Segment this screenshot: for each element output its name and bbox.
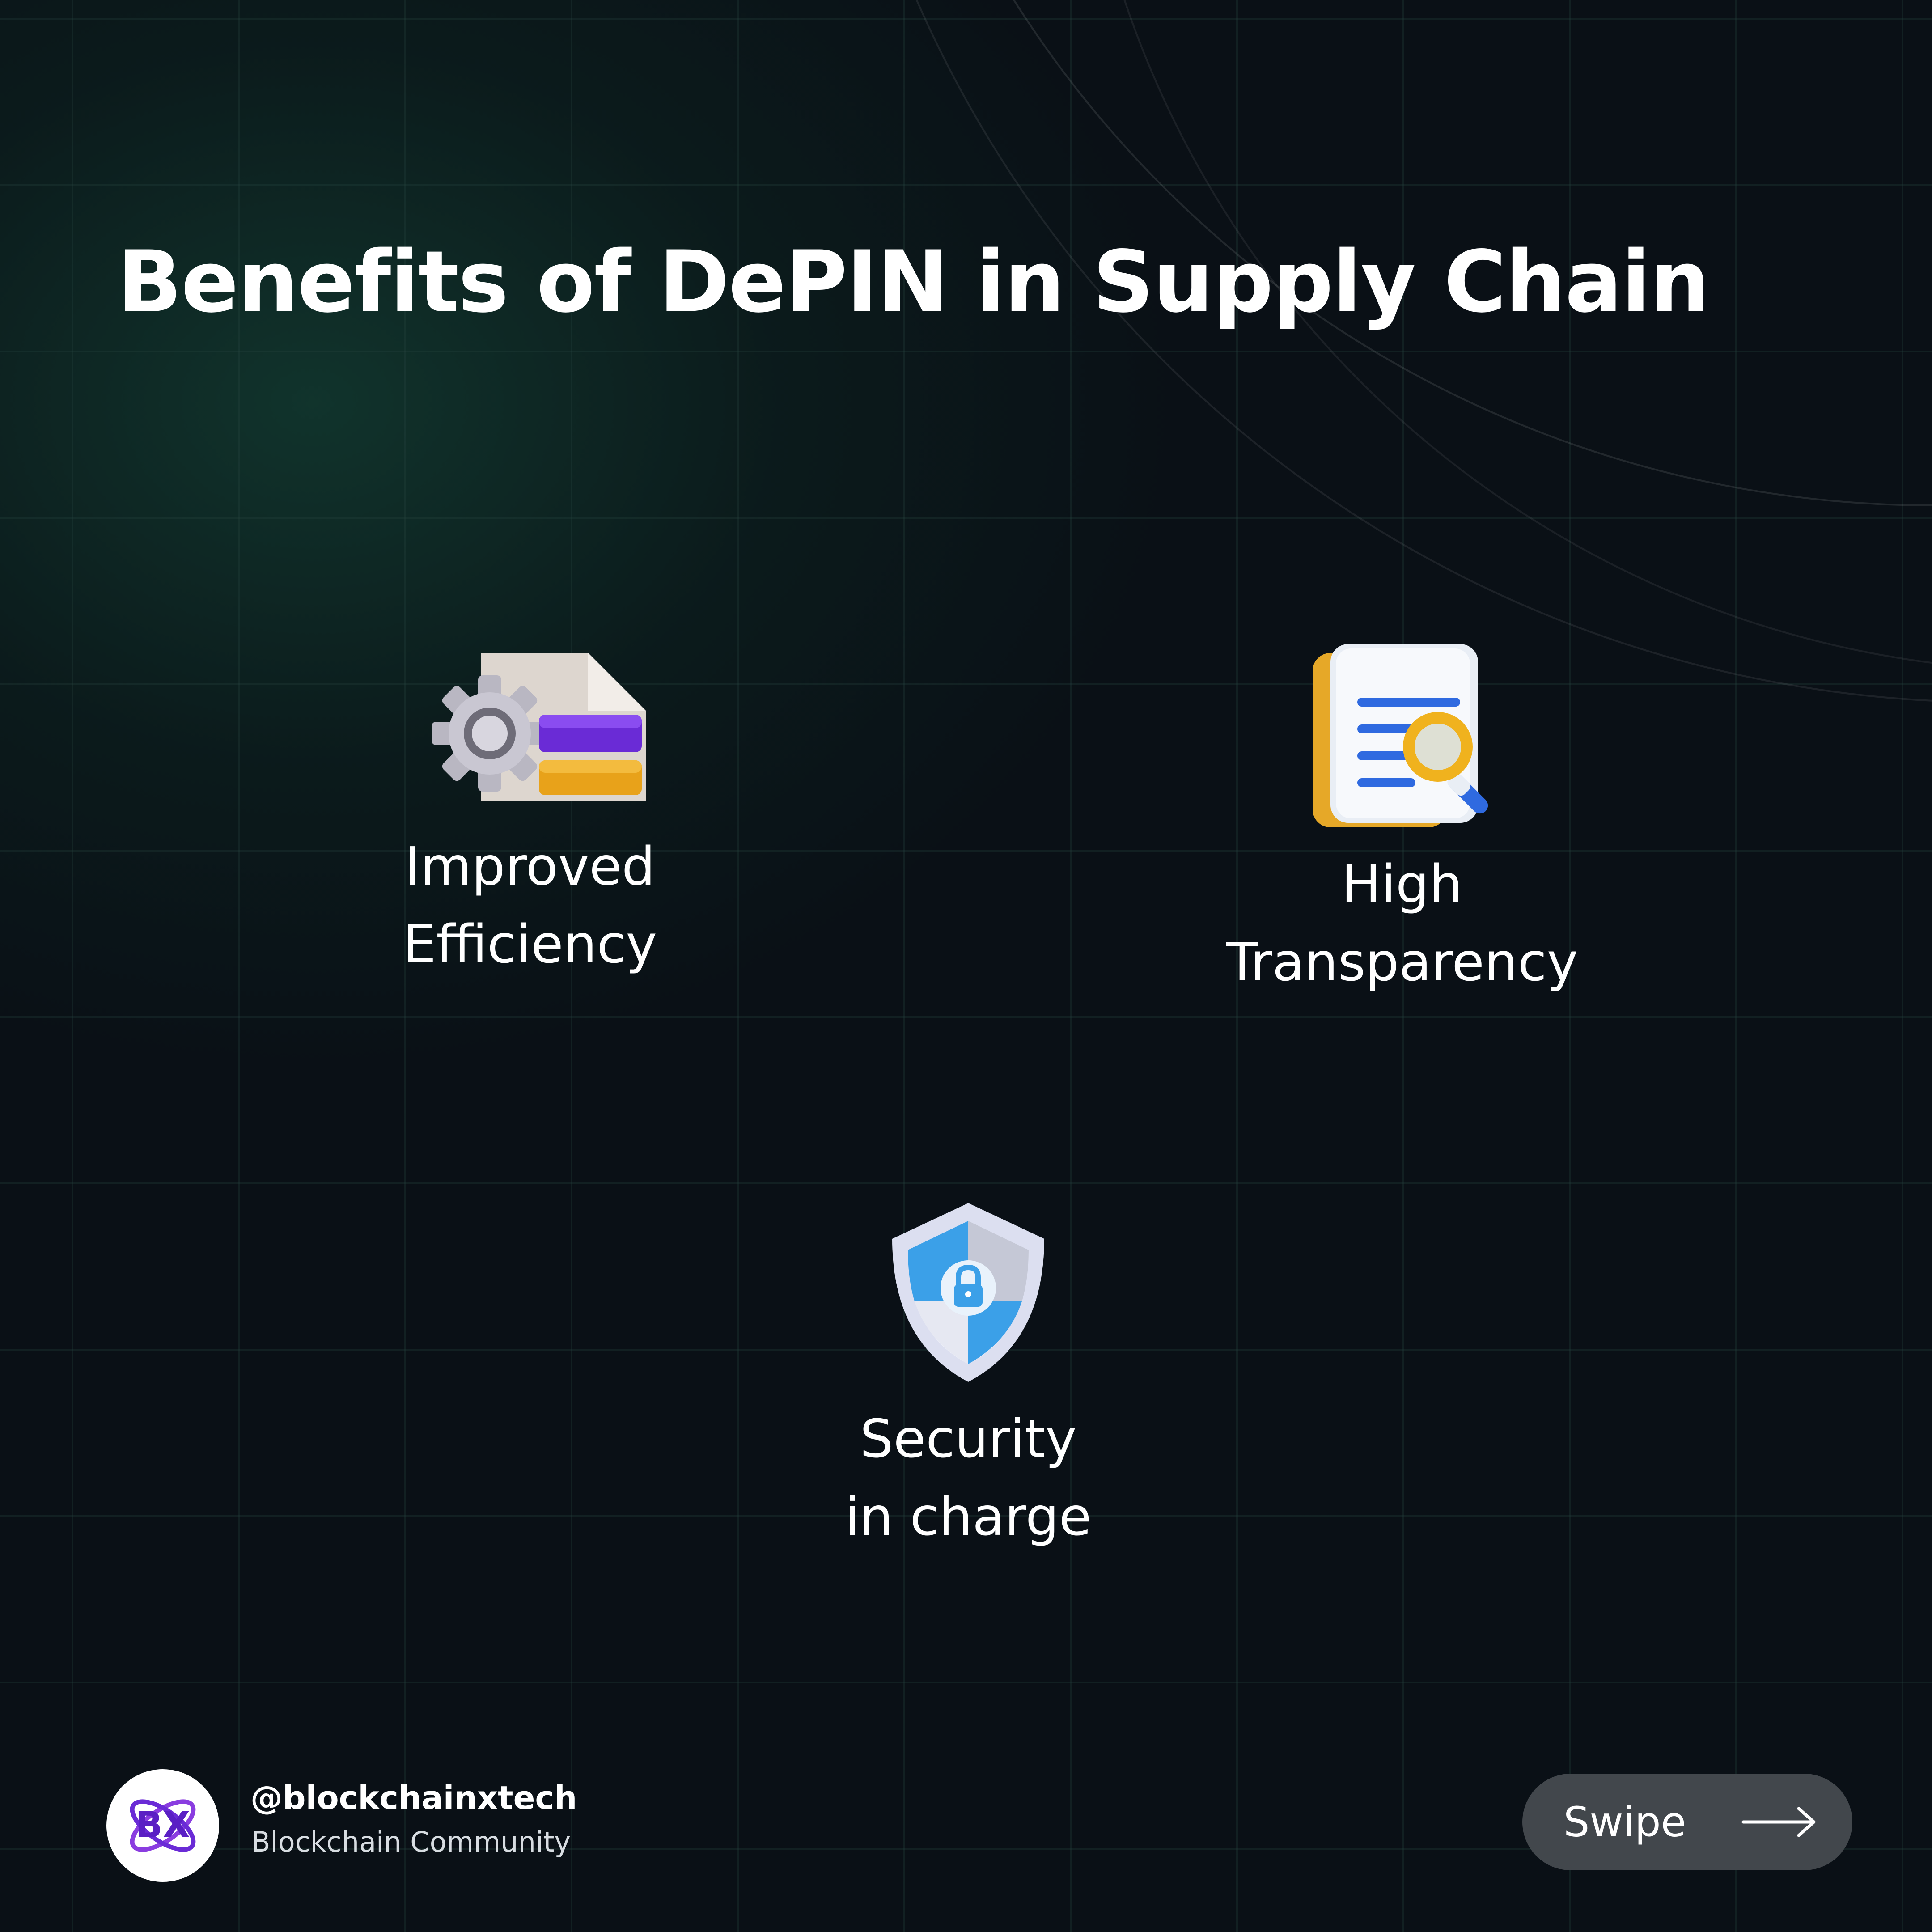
- benefit-label: High Transparency: [1181, 845, 1623, 1001]
- benefit-label-line2: Efficiency: [402, 913, 657, 975]
- brand-subtitle: Blockchain Community: [251, 1826, 571, 1858]
- page-title: Benefits of DePIN in Supply Chain: [117, 233, 1710, 331]
- benefit-label-line2: Transparency: [1226, 931, 1578, 993]
- swipe-button[interactable]: Swipe: [1522, 1774, 1852, 1870]
- benefit-label-line2: in charge: [845, 1486, 1092, 1547]
- benefit-security: Security in charge: [778, 1199, 1158, 1555]
- benefit-improved-efficiency: Improved Efficiency: [340, 635, 720, 983]
- svg-text:BX: BX: [136, 1804, 191, 1846]
- benefit-label: Security in charge: [778, 1400, 1158, 1555]
- arrow-right-icon: [1741, 1807, 1816, 1837]
- document-magnifier-icon: [1313, 644, 1488, 827]
- benefit-high-transparency: High Transparency: [1181, 635, 1623, 1001]
- benefit-label-line1: Security: [860, 1408, 1077, 1470]
- bx-logo-icon: BX: [130, 1799, 196, 1852]
- shield-lock-icon: [892, 1203, 1044, 1382]
- gear-document-icon: [432, 653, 646, 801]
- brand-logo[interactable]: BX: [106, 1769, 219, 1882]
- brand-handle[interactable]: @blockchainxtech: [250, 1779, 577, 1817]
- swipe-label: Swipe: [1563, 1798, 1686, 1846]
- benefit-label: Improved Efficiency: [340, 827, 720, 983]
- benefit-label-line1: High: [1341, 853, 1463, 915]
- benefit-label-line1: Improved: [404, 835, 656, 897]
